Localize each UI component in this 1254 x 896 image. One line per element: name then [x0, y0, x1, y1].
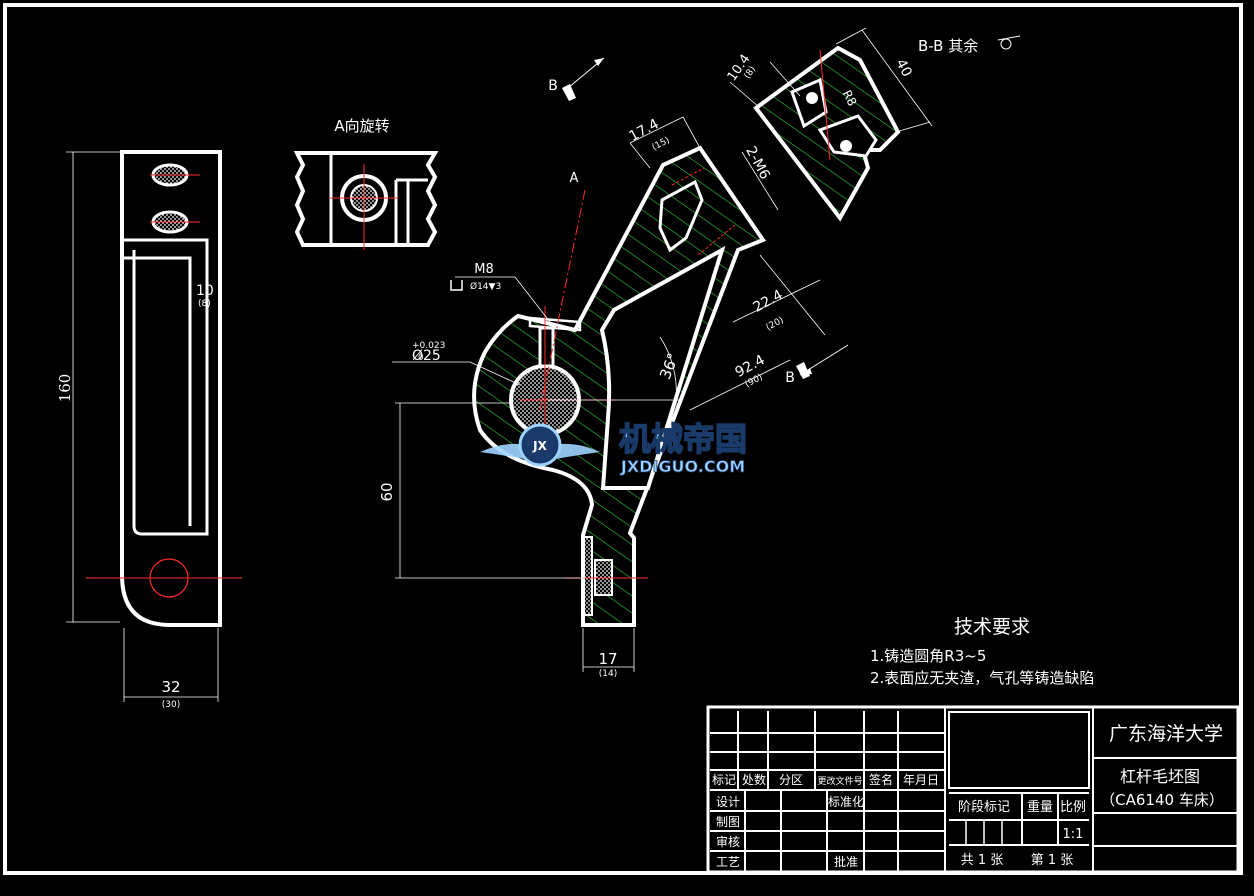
main-view [392, 57, 849, 672]
tb-stage-mark: 阶段标记 [958, 800, 1010, 815]
tb-col-change-doc: 更改文件号 [817, 775, 862, 787]
tech-heading: 技术要求 [954, 616, 1030, 638]
tb-col-date: 年月日 [903, 773, 939, 787]
dim-32-paren: (30) [162, 700, 180, 710]
tb-weight: 重量 [1027, 799, 1053, 815]
rotate-view-label: A向旋转 [334, 117, 389, 135]
dim-17-paren: (14) [599, 669, 617, 679]
sheet-border [3, 3, 1243, 875]
tb-scale-label: 比例 [1060, 800, 1086, 815]
cut-line-a-label: A [570, 171, 579, 186]
section-label: B-B 其余 [918, 37, 978, 55]
title-block [706, 705, 1240, 874]
tb-role-process: 工艺 [716, 855, 740, 869]
tb-approve: 批准 [834, 854, 858, 869]
tb-sheet-total: 共 1 张 [961, 853, 1004, 868]
dim-17-4-paren: (15) [651, 135, 672, 153]
dim-10: 10 [196, 283, 214, 299]
dim-32: 32 [161, 678, 180, 696]
tb-col-count: 处数 [742, 772, 766, 787]
tech-item-1: 1.铸造圆角R3~5 [870, 647, 986, 665]
dim-r8: R8 [840, 88, 860, 109]
dim-m8: M8 [474, 262, 494, 277]
dim-d25-tol: +0.023 [412, 341, 445, 351]
tb-role-draft: 制图 [716, 815, 740, 829]
tb-col-sign: 签名 [869, 772, 893, 787]
watermark-cn: 机械帝国 [619, 420, 747, 458]
section-b-b [729, 27, 1021, 222]
dim-counterbore: Ø14▼3 [470, 281, 501, 292]
tb-standardize: 标准化 [828, 795, 864, 809]
dim-92-4: 92.4 [733, 352, 768, 381]
cut-b-label-top: B [548, 78, 558, 94]
dim-10-paren: (8) [198, 299, 211, 309]
dim-60: 60 [378, 482, 396, 501]
dim-40: 40 [892, 56, 914, 79]
school-name: 广东海洋大学 [1109, 723, 1223, 745]
drawing-subtitle: （CA6140 车床） [1100, 791, 1224, 809]
dim-160: 160 [56, 374, 74, 403]
dim-22-4: 22.4 [751, 287, 786, 316]
rotated-view-a [293, 151, 439, 250]
dim-22-4-paren: (20) [765, 315, 786, 333]
tb-role-design: 设计 [716, 795, 740, 809]
watermark-en: JXDIGUO.COM [620, 457, 745, 476]
cut-b-label-bottom: B [785, 370, 795, 386]
tb-role-review: 审核 [716, 834, 740, 849]
dim-17: 17 [598, 650, 617, 668]
drawing-title: 杠杆毛坯图 [1120, 767, 1200, 786]
tech-item-2: 2.表面应无夹渣，气孔等铸造缺陷 [870, 669, 1094, 687]
dim-d25-tol-low: 0 [418, 353, 424, 363]
tb-col-mark: 标记 [712, 773, 736, 787]
tb-sheet-no: 第 1 张 [1031, 853, 1074, 868]
watermark [480, 423, 600, 467]
tb-scale-value: 1:1 [1063, 827, 1084, 842]
dim-2-m6: 2-M6 [742, 144, 773, 182]
dim-d25: Ø25 [412, 348, 441, 364]
tb-col-zone: 分区 [779, 773, 803, 787]
watermark-badge: JX [532, 439, 547, 453]
left-view [66, 150, 242, 702]
